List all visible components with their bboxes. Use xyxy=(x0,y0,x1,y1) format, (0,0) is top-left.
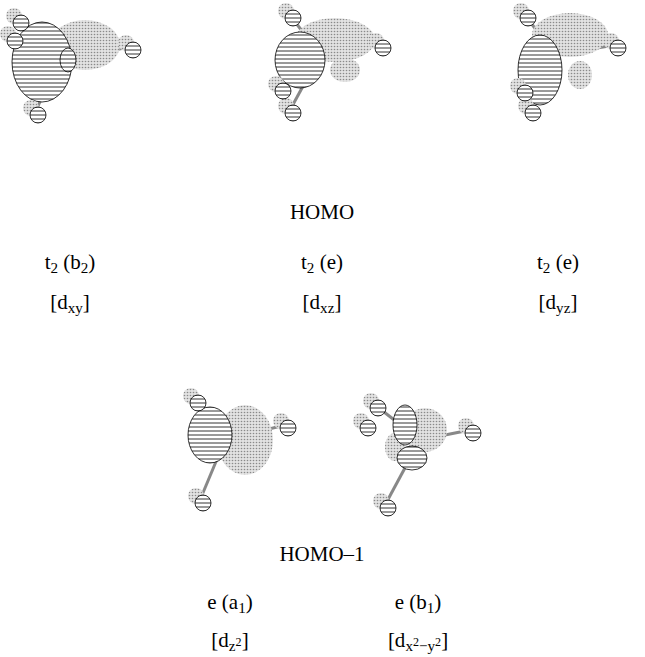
orbital-plot xyxy=(0,3,626,516)
orbital-level: HOMO xyxy=(290,200,354,225)
orbital-label: [dx2−y2] xyxy=(388,628,448,655)
orbital-label: [dyz] xyxy=(539,290,578,317)
orbital-level: HOMO–1 xyxy=(279,542,364,567)
orbital-label: e (a1) xyxy=(207,590,252,617)
orbital-label: [dxz] xyxy=(303,290,342,317)
orbital-label: [dz2] xyxy=(211,628,248,655)
orbital-label: e (b1) xyxy=(395,590,442,617)
orbital-label: t2 (e) xyxy=(537,250,579,277)
orbital-label: t2 (b2) xyxy=(45,250,96,277)
orbital-label: t2 (e) xyxy=(301,250,343,277)
orbital-label: [dxy] xyxy=(50,290,90,317)
